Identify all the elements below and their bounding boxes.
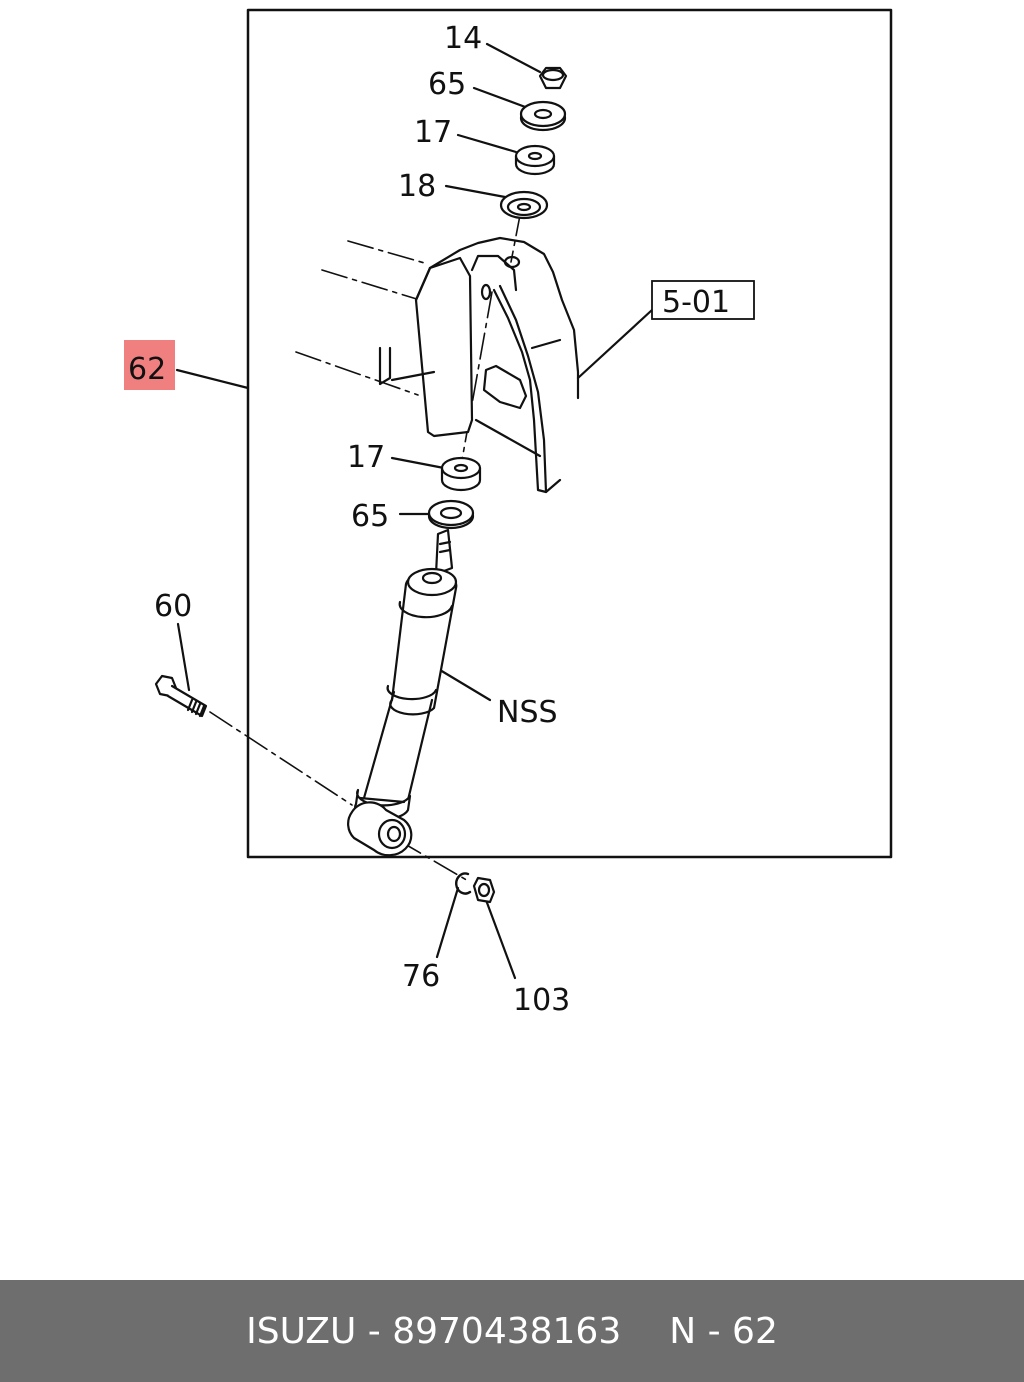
- cup-washer-18: [499, 190, 549, 220]
- shock-absorber: [347, 528, 458, 857]
- callout-65-mid: 65: [351, 499, 389, 534]
- bolt-60: [154, 674, 208, 718]
- parts-diagram: 14 65 17 18 5-01 62 17 65 60 NSS 76 103: [124, 8, 893, 1018]
- callout-17-mid: 17: [347, 440, 385, 475]
- washer-65-top: [519, 100, 567, 132]
- leader-lines: [175, 42, 654, 980]
- bushing-17-mid: [440, 456, 482, 492]
- callout-76: 76: [402, 959, 440, 994]
- callout-14: 14: [444, 21, 482, 56]
- callout-5-01: 5-01: [662, 285, 730, 320]
- callout-nss: NSS: [497, 695, 558, 730]
- callout-65-top: 65: [428, 67, 466, 102]
- callout-103: 103: [513, 983, 570, 1018]
- footer-reference: N - 62: [669, 1310, 778, 1352]
- callout-box-5-01: [651, 280, 755, 320]
- callout-17-top: 17: [414, 115, 452, 150]
- bushing-17-top: [514, 144, 556, 176]
- washer-65-mid: [427, 499, 475, 530]
- assembly-frame: [246, 8, 893, 859]
- footer-bar: ISUZU - 8970438163 N - 62: [0, 1280, 1024, 1382]
- highlight-box-62: [124, 340, 175, 390]
- callout-60: 60: [154, 589, 192, 624]
- nut-14: [538, 66, 568, 90]
- center-lines: [209, 209, 522, 883]
- spring-washer-76: [455, 872, 472, 895]
- footer-part-number: ISUZU - 8970438163: [246, 1310, 622, 1352]
- nut-103: [472, 876, 496, 904]
- callout-62: 62: [128, 352, 166, 387]
- frame-bracket-5-01: [378, 236, 580, 494]
- callout-18: 18: [398, 169, 436, 204]
